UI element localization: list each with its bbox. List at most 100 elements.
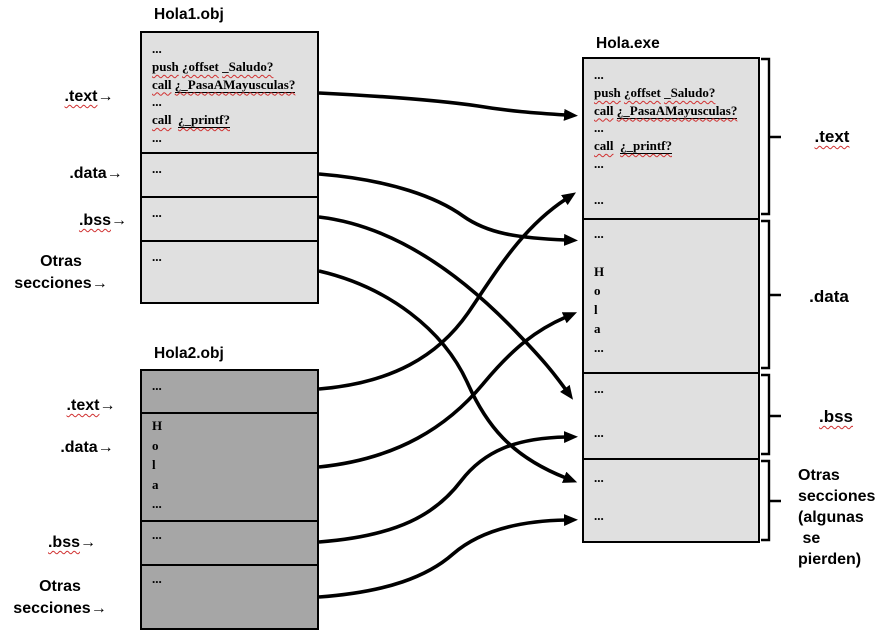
- code-line: ...: [152, 249, 162, 264]
- right-arrow-glyph: →: [97, 88, 114, 105]
- right-arrow-glyph: →: [91, 275, 108, 292]
- right-arrow-glyph: →: [90, 600, 107, 617]
- code-line: ...: [152, 129, 162, 145]
- exe-bss-section: ... ...: [584, 372, 758, 458]
- code-line: ...: [152, 496, 162, 511]
- exe-otras-label-line: Otras: [798, 467, 840, 484]
- hola1-data-content: ...: [142, 154, 317, 177]
- exe-otras-label-line: (algunas: [798, 509, 864, 526]
- left-label-text: .text→: [64, 88, 114, 105]
- right-arrow-glyph: →: [111, 212, 127, 229]
- arrow-hola1-obj-text-to-hola-exe-text: [318, 91, 578, 121]
- hola2-bss-content: ...: [142, 522, 317, 543]
- code-line: ...: [594, 470, 604, 485]
- code-line: ...: [594, 120, 604, 136]
- hola1-obj-title: Hola1.obj: [154, 6, 224, 23]
- exe-otras-content: ... ...: [584, 460, 758, 525]
- exe-text-code: ... push ¿offset _Saludo?call ¿_PasaAMayu…: [584, 59, 758, 208]
- code-line: ...: [152, 41, 162, 56]
- arrow-hola2-obj-data-to-hola-exe-data: [318, 312, 578, 469]
- code-line: o: [594, 283, 601, 298]
- exe-otras-section: ... ...: [584, 458, 758, 541]
- code-line: o: [152, 437, 159, 453]
- code-line: ...: [152, 205, 162, 220]
- code-line: ...: [594, 155, 604, 171]
- hola1-obj-box: ... push ¿offset _Saludo?call ¿_PasaAMayu…: [140, 31, 319, 304]
- code-line: push ¿offset _Saludo?: [594, 84, 716, 100]
- code-line: [594, 173, 756, 191]
- exe-otras-label-line: pierden): [798, 551, 862, 568]
- code-line: ...: [152, 571, 162, 586]
- code-line: [594, 487, 756, 506]
- right-arrow-glyph: →: [99, 397, 116, 414]
- code-line: ...: [594, 381, 604, 396]
- code-line: l: [152, 457, 156, 472]
- left-label-bss: .bss→: [78, 212, 127, 229]
- hola1-text-section: ... push ¿offset _Saludo?call ¿_PasaAMayu…: [142, 33, 317, 152]
- code-line: l: [594, 302, 598, 317]
- hola-exe-title: Hola.exe: [596, 35, 660, 52]
- code-line: ...: [594, 191, 604, 207]
- code-line: ...: [152, 378, 162, 393]
- arrow-hola1-obj-data-to-hola-exe-data: [318, 172, 578, 246]
- code-line: ...: [152, 94, 162, 110]
- hola2-text-content: ...: [142, 371, 317, 394]
- exe-data-label: .data: [809, 287, 849, 306]
- exe-text-section: ... push ¿offset _Saludo?call ¿_PasaAMayu…: [584, 59, 758, 218]
- right-arrow-glyph: →: [80, 534, 96, 551]
- arrow-hola2-obj-text-to-hola-exe-text: [318, 192, 577, 391]
- bracket-otras: [761, 459, 781, 542]
- code-line: a: [152, 476, 159, 492]
- hola2-otras-content: ...: [142, 566, 317, 587]
- code-line: call ¿_printf?: [152, 112, 230, 129]
- hola2-obj-title: Hola2.obj: [154, 345, 224, 362]
- bracket-bss: [761, 373, 781, 456]
- code-line: ...: [594, 508, 604, 523]
- left-label-data: .data→: [60, 439, 114, 456]
- exe-otras-label-line: secciones: [798, 488, 876, 505]
- right-arrow-glyph: →: [106, 165, 123, 182]
- hola2-text-section: ...: [142, 371, 317, 412]
- code-line: ...: [152, 527, 162, 542]
- hola-exe-box: ... push ¿offset _Saludo?call ¿_PasaAMayu…: [582, 57, 760, 543]
- bracket-data: [761, 219, 781, 370]
- code-line: [594, 243, 756, 262]
- code-line: ...: [152, 161, 162, 176]
- hola1-otras-content: ...: [142, 242, 317, 265]
- hola1-bss-content: ...: [142, 198, 317, 221]
- code-line: ...: [594, 226, 604, 241]
- code-line: a: [594, 321, 601, 336]
- code-line: [594, 400, 756, 422]
- arrow-hola2-obj-otras-secciones-to-hola-exe-otras-secciones: [318, 514, 578, 599]
- left-label-text: .text→: [66, 397, 116, 414]
- hola1-text-code: ... push ¿offset _Saludo?call ¿_PasaAMayu…: [142, 33, 317, 147]
- left-label-bss: .bss→: [47, 534, 96, 551]
- code-line: call ¿_PasaAMayusculas?: [594, 102, 738, 119]
- code-line: ...: [594, 340, 604, 355]
- code-line: push ¿offset _Saludo?: [152, 58, 274, 74]
- code-line: H: [152, 418, 163, 433]
- hola1-bss-section: ...: [142, 196, 317, 240]
- exe-bss-label: .bss: [818, 407, 854, 426]
- code-line: ...: [594, 67, 604, 82]
- code-line: call ¿_printf?: [594, 138, 672, 155]
- arrow-hola1-obj-otras-secciones-to-hola-exe-otras-secciones: [318, 269, 578, 483]
- hola2-otras-section: ...: [142, 564, 317, 628]
- hola1-otras-section: ...: [142, 240, 317, 302]
- exe-bss-content: ... ...: [584, 374, 758, 444]
- code-line: ...: [594, 425, 604, 440]
- code-line: H: [594, 264, 605, 279]
- code-line: call ¿_PasaAMayusculas?: [152, 76, 296, 93]
- arrow-hola2-obj-bss-to-hola-exe-bss: [318, 431, 578, 544]
- hola2-bss-section: ...: [142, 520, 317, 564]
- exe-text-label: .text: [814, 127, 850, 146]
- bracket-text: [761, 57, 781, 216]
